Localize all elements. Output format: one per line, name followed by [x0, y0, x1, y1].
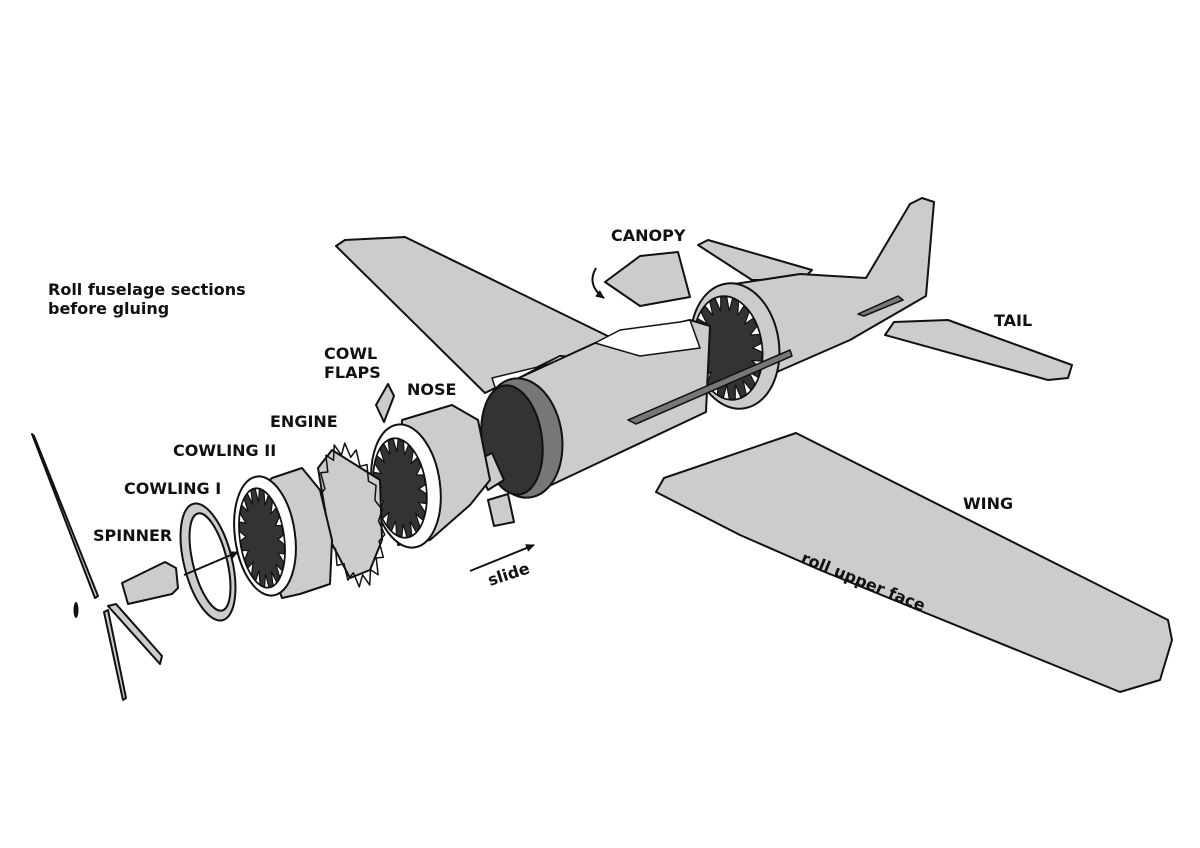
cowling-2-tooth — [241, 549, 250, 562]
rear-ring-tooth — [737, 299, 745, 316]
cowling-2-tooth — [246, 488, 254, 505]
rear-ring-tooth — [696, 310, 709, 326]
fuselage-note-line1: Roll fuselage sections — [48, 280, 246, 299]
nose-ring-tooth — [401, 523, 408, 539]
rear-ring-tooth — [751, 342, 764, 354]
cowling-2-tooth — [274, 514, 283, 527]
label-nose: NOSE — [407, 380, 456, 399]
nose-ring-tooth — [417, 501, 428, 515]
rear-ring-tooth — [748, 324, 761, 336]
nose-ring-tooth — [417, 483, 428, 496]
rear-fuselage-slot — [857, 295, 904, 317]
nose-part — [370, 404, 491, 549]
nose-ring-tooth — [415, 464, 425, 476]
label-slide: slide — [485, 558, 532, 589]
cowling-2-tooth — [238, 511, 247, 524]
fuselage-note-line2: before gluing — [48, 299, 169, 318]
spinner-part — [121, 561, 179, 605]
label-wing: WING — [963, 494, 1013, 513]
propeller-blade-upper — [31, 433, 99, 599]
cowling-2-tooth — [275, 563, 284, 580]
cowling-2-tooth — [263, 489, 270, 506]
label-tail: TAIL — [994, 311, 1032, 330]
rear-ring-tooth — [714, 295, 722, 312]
curved-arrow-icon — [591, 267, 605, 299]
right-wing — [655, 432, 1173, 693]
cowl-flaps-part — [375, 383, 395, 423]
nose-ring-tooth — [392, 437, 399, 453]
nose-ring-tooth — [410, 448, 419, 465]
canopy-part — [604, 251, 691, 307]
cowling-2-tooth — [270, 498, 277, 516]
assembly-arrow-icon — [183, 551, 239, 576]
nose-ring-tooth — [409, 521, 418, 537]
rear-ring-tooth — [747, 370, 760, 386]
engine-part — [317, 442, 386, 588]
rear-ring-tooth — [725, 295, 734, 312]
rear-ring-tooth — [743, 309, 755, 326]
propeller-hub-mark — [73, 602, 79, 618]
label-spinner: SPINNER — [93, 526, 172, 545]
cowling-2-tooth — [270, 571, 278, 588]
label-cowling-2: COWLING II — [173, 441, 276, 460]
nose-ring-tooth — [402, 439, 410, 456]
label-cowl-flaps-line1: COWL — [324, 344, 377, 363]
cowling-2-tooth — [247, 560, 254, 578]
cowling-2-tooth — [263, 573, 270, 589]
nose-ring-tooth — [376, 447, 386, 465]
label-cowl-flaps-line2: FLAPS — [324, 363, 381, 382]
horizontal-stabilizer-right — [884, 319, 1073, 381]
rear-ring-tooth — [742, 379, 752, 396]
slide-arrow-icon — [469, 544, 535, 572]
wing-tab-lower — [487, 493, 515, 527]
label-cowling-1: COWLING I — [124, 479, 221, 498]
mid-fuselage-slot — [627, 349, 793, 425]
label-engine: ENGINE — [270, 412, 338, 431]
cowling-2-tooth — [240, 496, 249, 513]
rear-ring-tooth — [734, 384, 742, 401]
rear-ring-tooth — [704, 300, 714, 317]
nose-ring-tooth — [390, 520, 398, 537]
cowling-2-tooth — [254, 487, 261, 503]
nose-ring-tooth — [382, 439, 391, 455]
propeller-blade-lower — [103, 609, 127, 701]
nose-ring-tooth — [372, 461, 383, 475]
cowling-2-tooth — [238, 529, 247, 543]
rear-ring-tooth — [722, 384, 731, 401]
cowling-2-tooth — [277, 552, 286, 565]
propeller-blade-side — [107, 603, 163, 665]
mid-fuselage-top-strip — [594, 319, 701, 357]
cowling-2-tooth — [277, 533, 286, 547]
cowling-2-part — [233, 467, 333, 599]
nose-ring-tooth — [381, 511, 390, 528]
cowling-2-tooth — [254, 570, 261, 587]
label-canopy: CANOPY — [611, 226, 686, 245]
nose-ring-tooth — [414, 511, 424, 529]
